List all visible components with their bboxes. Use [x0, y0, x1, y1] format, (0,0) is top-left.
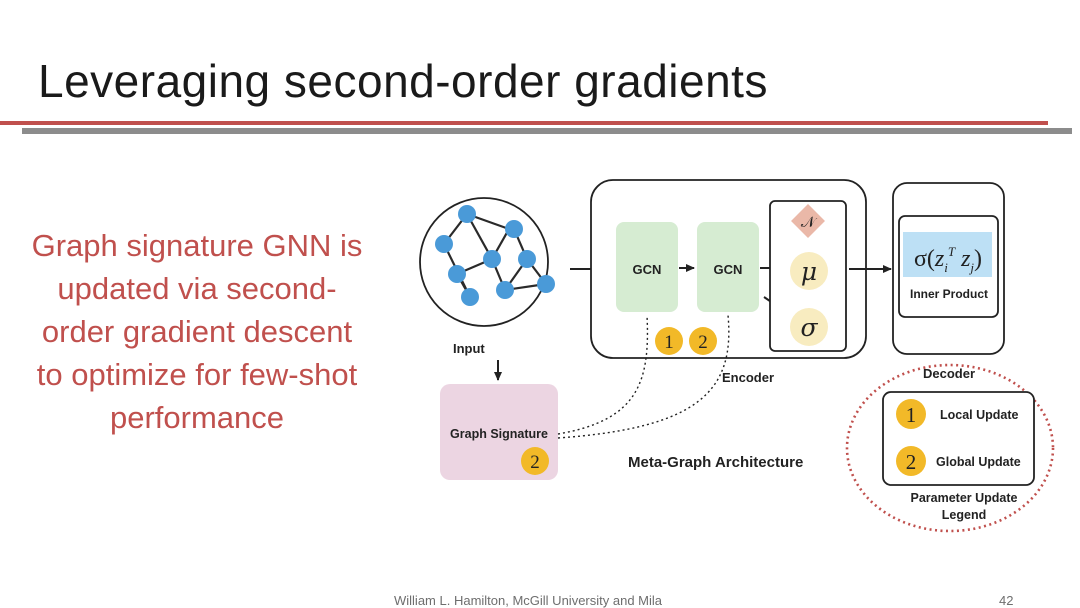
page-number: 42 [999, 593, 1014, 608]
slide-body-text: Graph signature GNN is updated via secon… [6, 224, 388, 439]
legend-local-label: Local Update [940, 408, 1019, 422]
graph-node [505, 220, 523, 238]
graph-node [537, 275, 555, 293]
legend-title-line1: Parameter Update [911, 491, 1018, 505]
graph-nodes [435, 205, 555, 306]
legend-global-label: Global Update [936, 455, 1021, 469]
graph-node [518, 250, 536, 268]
body-line: Graph signature GNN is [31, 228, 363, 263]
graph-node [458, 205, 476, 223]
title-underline-gray [22, 128, 1072, 134]
gcn-block-1 [616, 222, 678, 312]
legend-local-number: 1 [906, 403, 917, 427]
update-badge-2 [689, 327, 717, 355]
graph-node [435, 235, 453, 253]
update-badge-2-number: 2 [698, 332, 708, 353]
slide-footer: William L. Hamilton, McGill University a… [394, 593, 662, 608]
legend-title-line2: Legend [942, 508, 986, 522]
mu-circle [790, 252, 828, 290]
slide-title: Leveraging second-order gradients [38, 55, 768, 107]
body-line: updated via second- [57, 271, 337, 306]
sigma-circle [790, 308, 828, 346]
signature-update-badge [521, 447, 549, 475]
body-line: performance [109, 400, 285, 435]
legend-dotted-ellipse [845, 363, 1055, 533]
update-legend: 1 Local Update 2 Global Update Parameter… [845, 363, 1055, 533]
gcn-label-1: GCN [633, 262, 662, 277]
mu-symbol: μ [801, 257, 817, 286]
body-line: order gradient descent [41, 314, 353, 349]
graph-node [496, 281, 514, 299]
encoder-label: Encoder [722, 370, 774, 385]
sigma-symbol: σ [800, 313, 818, 342]
gcn-block-2 [697, 222, 759, 312]
signature-update-badge-number: 2 [530, 452, 540, 473]
body-line: to optimize for few-shot [36, 357, 358, 392]
legend-global-badge [896, 446, 926, 476]
graph-node [483, 250, 501, 268]
normal-distribution-diamond [791, 204, 825, 238]
graph-node [448, 265, 466, 283]
title-underline-red [0, 121, 1048, 125]
normal-symbol: 𝒩 [801, 213, 818, 231]
legend-global-number: 2 [906, 450, 917, 474]
architecture-label: Meta-Graph Architecture [628, 454, 803, 471]
legend-local-badge [896, 399, 926, 429]
input-label: Input [453, 341, 485, 356]
update-badge-1-number: 1 [664, 332, 674, 353]
graph-signature-label: Graph Signature [450, 427, 548, 441]
input-graph: Input [419, 197, 555, 356]
decoder-label: Decoder [923, 366, 975, 381]
signature-to-gcn2-dotted [557, 314, 730, 439]
update-badge-1 [655, 327, 683, 355]
gcn-label-2: GCN [714, 262, 743, 277]
signature-to-gcn1-dotted [557, 314, 649, 435]
graph-node [461, 288, 479, 306]
inner-product-label: Inner Product [910, 287, 988, 301]
formula-highlight [903, 232, 992, 277]
